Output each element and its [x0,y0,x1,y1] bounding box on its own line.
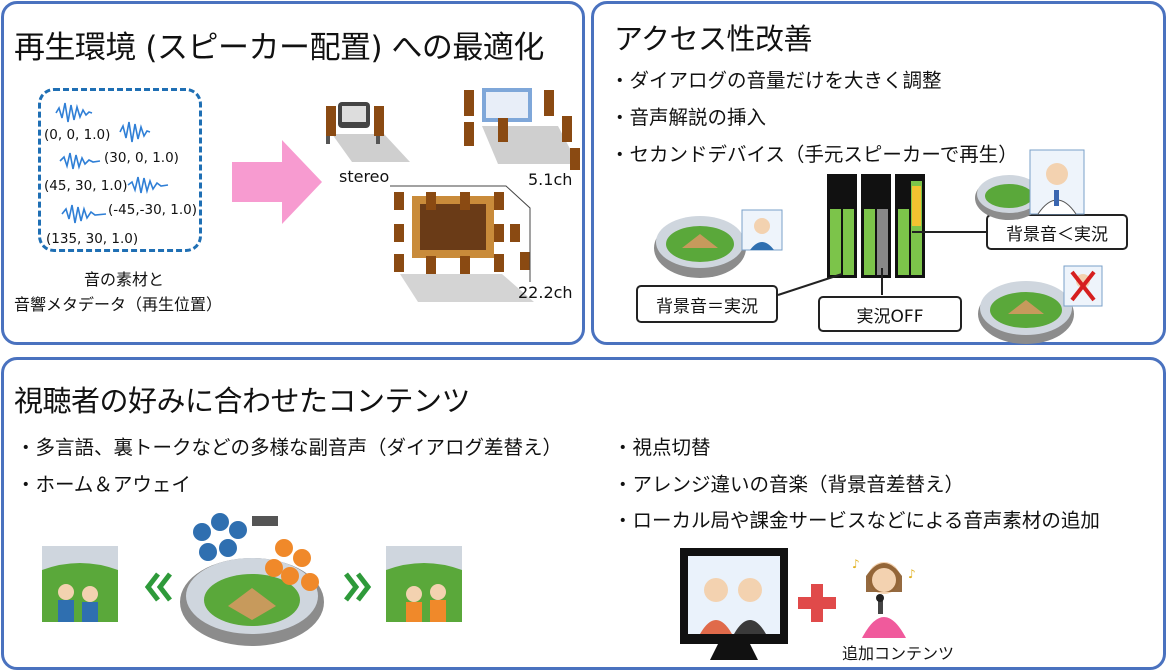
layout-label-stereo: stereo [339,167,390,186]
stadium-icon [654,216,746,278]
away-fans-icon [386,546,462,622]
waveform-icon [119,121,151,143]
tv-icon [680,548,788,660]
svg-text:♪: ♪ [908,567,916,581]
callout-label: 背景音＝実況 [636,285,778,323]
callout-label: 背景音＜実況 [986,214,1128,250]
level-meter [895,174,925,278]
level-meter [861,174,891,278]
panel-title: アクセス性改善 [614,22,813,56]
audio-object-box [38,88,202,252]
stadium-crowd-icon [180,513,324,646]
stadium-icon [975,175,1043,220]
bullet-item: ・アレンジ違いの音楽（背景音差替え） [613,473,965,496]
meta-coord: (-45,-30, 1.0) [108,202,197,218]
stereo-speaker-illustration [326,102,410,162]
surround-51-illustration [464,88,580,170]
waveform-icon [59,152,101,170]
home-fans-icon [42,546,118,622]
bullet-item: ・ダイアログの音量だけを大きく調整 [610,69,942,92]
muted-commentator-icon [1063,265,1103,307]
bullet-item: ・ホーム＆アウェイ [16,473,191,496]
waveform-icon [55,102,93,123]
meta-coord: (135, 30, 1.0) [46,231,139,247]
meta-coord: (0, 0, 1.0) [44,127,111,143]
chevron-left-icon [144,572,172,602]
meta-coord: (45, 30, 1.0) [44,178,128,194]
bullet-item: ・音声解説の挿入 [610,106,767,129]
callout-label: 実況OFF [818,296,962,332]
bullet-item: ・多言語、裏トークなどの多様な副音声（ダイアログ差替え） [16,436,563,459]
meta-caption: 音の素材と [84,270,165,289]
added-content-label: 追加コンテンツ [842,644,955,663]
plus-icon [798,584,836,622]
meta-caption: 音響メタデータ（再生位置） [14,295,223,314]
commentator-icon [741,209,783,251]
waveform-icon [61,204,107,224]
svg-text:♪: ♪ [852,557,860,571]
commentator-icon [1029,149,1085,215]
stadium-icon [978,281,1074,344]
layout-label-51ch: 5.1ch [528,170,573,189]
panel-title: 視聴者の好みに合わせたコンテンツ [14,384,471,418]
level-meter [827,174,857,278]
bullet-item: ・ローカル局や課金サービスなどによる音声素材の追加 [613,509,1100,532]
panel-title: 再生環境 (スピーカー配置) への最適化 [14,30,544,66]
chevron-right-icon [344,572,372,602]
meta-coord: (30, 0, 1.0) [104,150,179,166]
bullet-item: ・セカンドデバイス（手元スピーカーで再生） [610,143,1018,166]
layout-label-222ch: 22.2ch [518,283,573,302]
singer-icon: ♪♪ [852,557,916,638]
bullet-item: ・視点切替 [613,436,711,459]
arrow-right-icon [232,140,322,224]
surround-222-illustration [390,185,534,302]
waveform-icon [127,176,169,195]
